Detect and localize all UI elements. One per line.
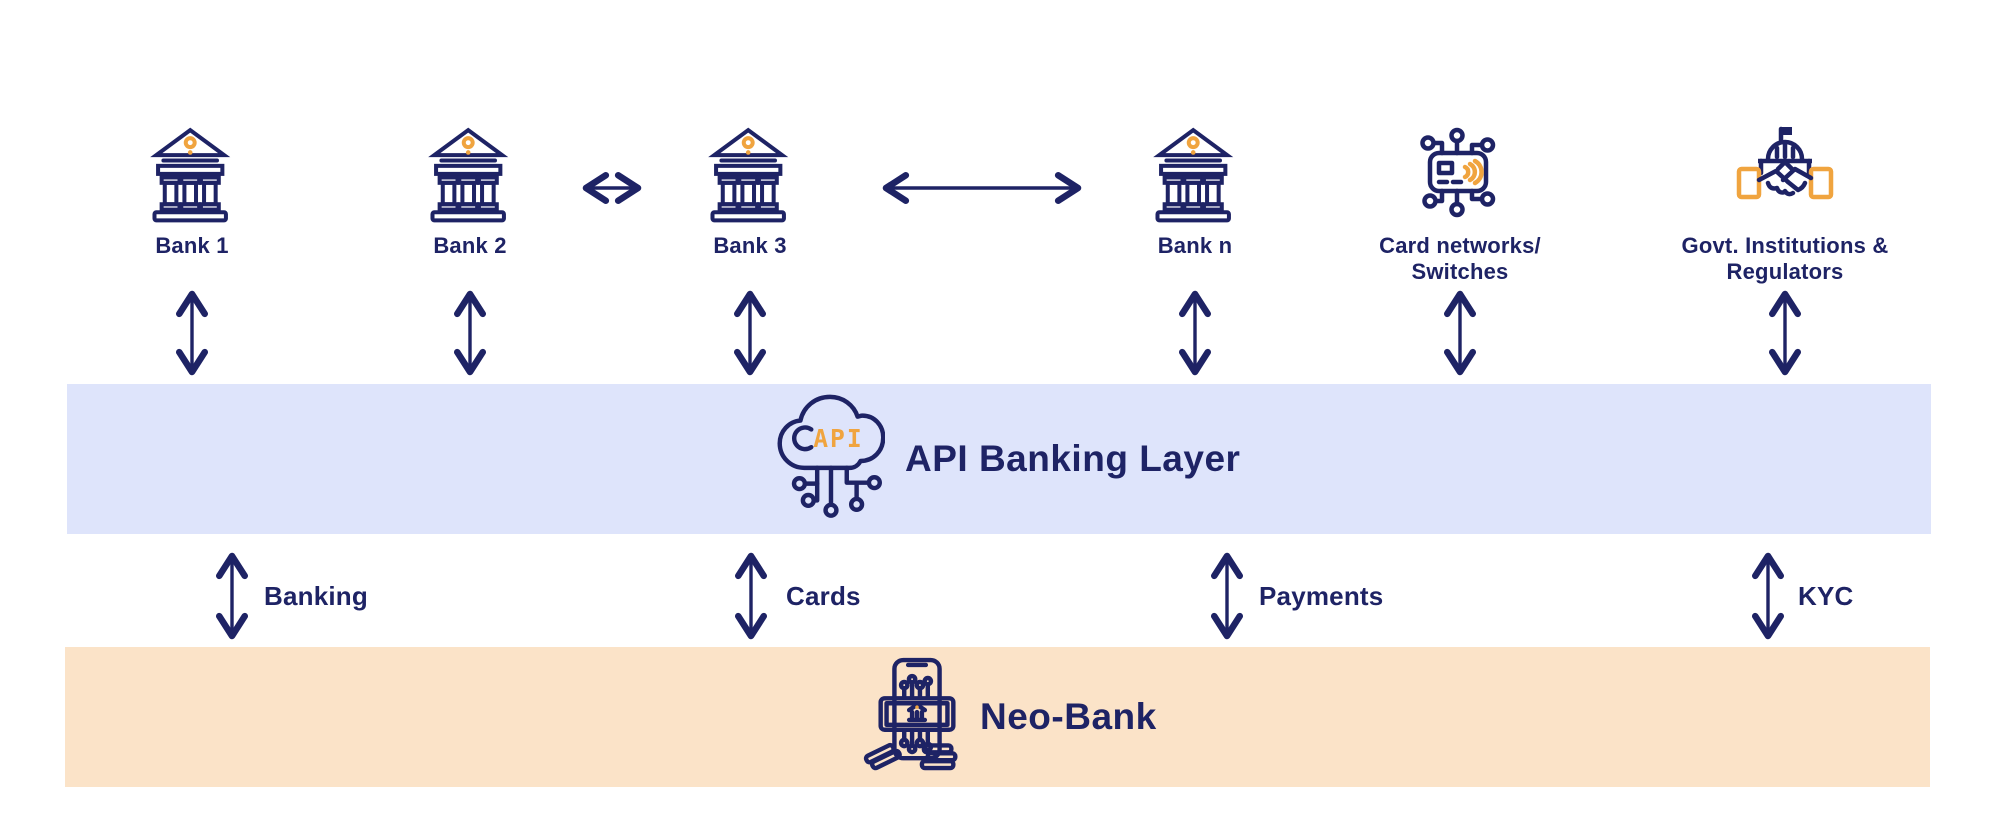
connector-label-banking: Banking [264,581,368,611]
entity-label: Bank 1 [155,233,229,258]
api-cloud-icon: API [777,394,885,518]
bank-icon [428,127,509,223]
api-banking-layer-band: API API Banking Layer [67,384,1931,534]
entity-label: Bank 3 [713,233,787,258]
entity-bank-n: Bank n [1065,123,1325,259]
entity-bank-1: Bank 1 [62,123,322,259]
neo-bank-title: Neo-Bank [980,696,1157,737]
entity-label: Bank 2 [433,233,507,258]
bank-icon [1153,127,1234,223]
neo-bank-band: Neo-Bank [65,647,1930,787]
entity-label: Bank n [1157,233,1233,258]
bank-icon [150,127,231,223]
bank-icon [708,127,789,223]
entity-bank-2: Bank 2 [340,123,600,259]
entity-bank-3: Bank 3 [620,123,880,259]
connector-label-kyc: KYC [1798,581,1854,611]
card-network-icon [1420,127,1496,218]
connector-label-cards: Cards [786,581,861,611]
govt-regulators-icon [1736,126,1834,200]
entity-card-networks: Card networks/ Switches [1330,123,1590,285]
entity-govt-institutions: Govt. Institutions & Regulators [1655,123,1915,285]
svg-text:API: API [813,424,863,453]
api-layer-title: API Banking Layer [905,438,1241,479]
entity-label: Card networks/ Switches [1379,233,1541,284]
entity-label: Govt. Institutions & Regulators [1681,233,1889,284]
neo-bank-phone-icon [863,657,958,771]
connector-label-payments: Payments [1259,581,1384,611]
